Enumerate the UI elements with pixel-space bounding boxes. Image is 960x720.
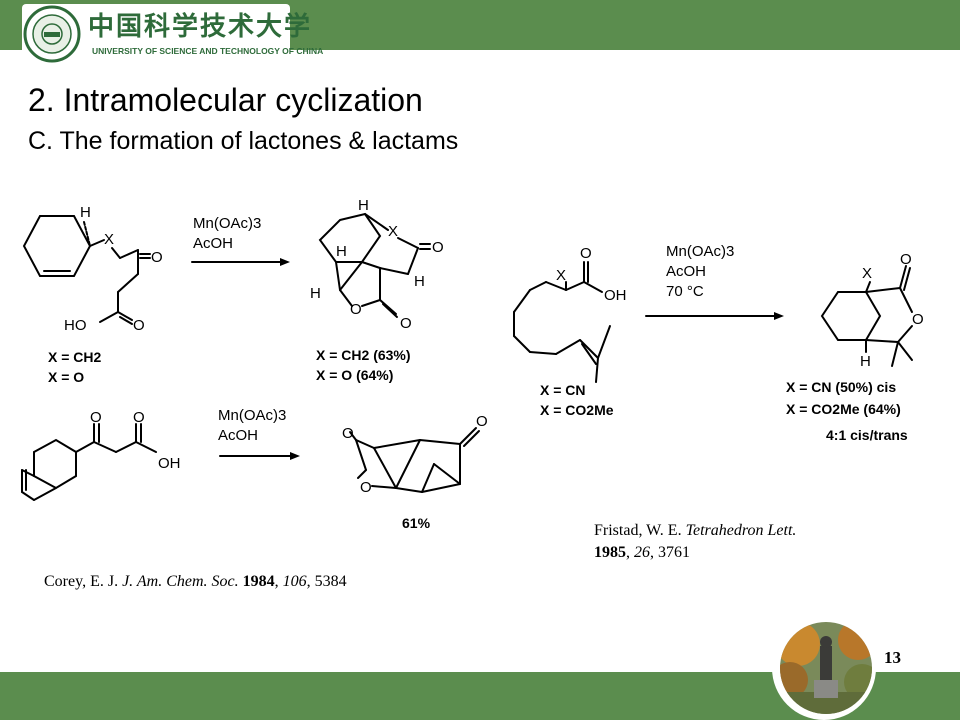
sm1-ho-label: HO bbox=[64, 317, 87, 334]
p1-h-label: H bbox=[358, 197, 369, 214]
sm1-o2-label: O bbox=[133, 317, 145, 334]
university-name-cn: 中国科学技术大学 bbox=[88, 12, 313, 42]
sm3-o-label: O bbox=[580, 245, 592, 262]
scheme2-reagent-2: AcOH bbox=[218, 427, 258, 444]
university-seal-icon bbox=[23, 5, 81, 63]
corey-volume: 106 bbox=[282, 573, 307, 590]
campus-statue-photo bbox=[780, 622, 872, 714]
scheme1-arrowhead bbox=[280, 258, 290, 266]
fristad-volume: 26 bbox=[634, 544, 650, 561]
scheme1-condition-1: X = CH2 bbox=[48, 349, 102, 365]
p1-h3-label: H bbox=[414, 273, 425, 290]
fristad-authors: Fristad, W. E. bbox=[594, 522, 682, 539]
scheme3-result-1: X = CN (50%) cis bbox=[786, 379, 896, 395]
scheme1-condition-2: X = O bbox=[48, 369, 84, 385]
scheme1-yield-2: X = O (64%) bbox=[316, 367, 393, 383]
scheme1-product bbox=[318, 212, 431, 318]
sm2-oh-label: OH bbox=[158, 455, 181, 472]
p3-h-label: H bbox=[860, 353, 871, 370]
sm3-x-label: X bbox=[556, 267, 566, 284]
slide-subtitle: C. The formation of lactones & lactams bbox=[28, 127, 459, 155]
p1-h2-label: H bbox=[336, 243, 347, 260]
corey-year: 1984 bbox=[242, 573, 275, 590]
page-number: 13 bbox=[884, 648, 901, 667]
p3-x-label: X bbox=[862, 265, 872, 282]
scheme3-condition-1: X = CN bbox=[540, 382, 586, 398]
sm1-o-label: O bbox=[151, 249, 163, 266]
corey-journal: J. Am. Chem. Soc. bbox=[122, 573, 239, 590]
scheme1-reagent-1: Mn(OAc)3 bbox=[193, 215, 261, 232]
scheme1-reagent-2: AcOH bbox=[193, 235, 233, 252]
scheme1-starting-material bbox=[22, 215, 151, 325]
university-name-en: UNIVERSITY OF SCIENCE AND TECHNOLOGY OF … bbox=[92, 46, 324, 56]
scheme2-starting-material bbox=[21, 423, 157, 501]
fristad-journal: Tetrahedron Lett. bbox=[685, 522, 797, 539]
p3-o-label: O bbox=[900, 251, 912, 268]
fristad-page: 3761 bbox=[658, 544, 690, 561]
statue-image-icon bbox=[780, 622, 872, 714]
sm2-o2-label: O bbox=[133, 409, 145, 426]
p3-o2-label: O bbox=[912, 311, 924, 328]
reference-corey: Corey, E. J. J. Am. Chem. Soc. 1984, 106… bbox=[44, 573, 347, 590]
scheme3-reagent-1: Mn(OAc)3 bbox=[666, 243, 734, 260]
p2-o2-label: O bbox=[360, 479, 372, 496]
scheme3-arrowhead bbox=[774, 312, 784, 320]
scheme3-reagent-3: 70 °C bbox=[666, 283, 704, 300]
sm3-oh-label: OH bbox=[604, 287, 627, 304]
p2-o-label: O bbox=[342, 425, 354, 442]
sm1-h-label: H bbox=[80, 204, 91, 221]
university-logo: 中国科学技术大学 UNIVERSITY OF SCIENCE AND TECHN… bbox=[22, 4, 323, 63]
scheme3-result-2: X = CO2Me (64%) bbox=[786, 401, 901, 417]
p2-o3-label: O bbox=[476, 413, 488, 430]
p1-o-label: O bbox=[432, 239, 444, 256]
sm2-o-label: O bbox=[90, 409, 102, 426]
scheme1-yield-1: X = CH2 (63%) bbox=[316, 347, 411, 363]
scheme3-condition-2: X = CO2Me bbox=[540, 402, 614, 418]
scheme2-reagent-1: Mn(OAc)3 bbox=[218, 407, 286, 424]
scheme3-ratio: 4:1 cis/trans bbox=[826, 427, 908, 443]
sm1-x-label: X bbox=[104, 231, 114, 248]
p1-o3-label: O bbox=[400, 315, 412, 332]
slide-title: 2. Intramolecular cyclization bbox=[28, 82, 423, 118]
scheme3-starting-material bbox=[513, 261, 611, 383]
p1-o2-label: O bbox=[350, 301, 362, 318]
scheme3-product bbox=[820, 265, 913, 367]
scheme2-yield: 61% bbox=[402, 515, 431, 531]
fristad-year: 1985 bbox=[594, 544, 626, 561]
scheme2-arrowhead bbox=[290, 452, 300, 460]
corey-page: 5384 bbox=[314, 573, 347, 590]
p1-x-label: X bbox=[388, 223, 398, 240]
scheme3-reagent-2: AcOH bbox=[666, 263, 706, 280]
scheme2-product bbox=[349, 427, 480, 493]
corey-authors: Corey, E. J. bbox=[44, 573, 119, 590]
p1-h4-label: H bbox=[310, 285, 321, 302]
reference-fristad: Fristad, W. E. Tetrahedron Lett. 1985, 2… bbox=[594, 522, 797, 561]
